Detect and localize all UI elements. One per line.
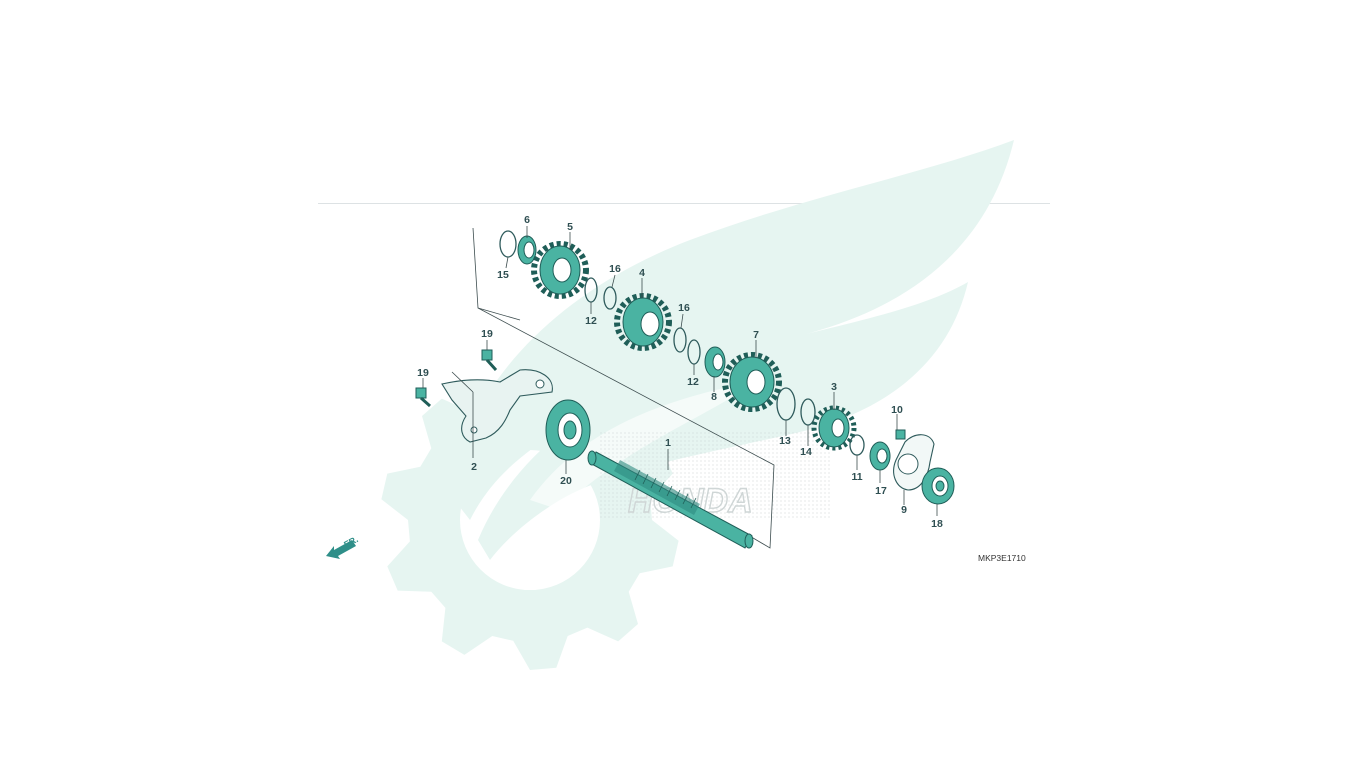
callout-16b: 16 <box>678 302 690 314</box>
callout-11: 11 <box>851 471 862 483</box>
callout-15: 15 <box>497 269 509 281</box>
callout-2: 2 <box>471 461 477 473</box>
callout-10: 10 <box>891 404 903 416</box>
diagram-part-code: MKP3E1710 <box>978 553 1026 563</box>
front-direction-label: FR. <box>342 534 359 550</box>
gear-3 <box>811 405 857 451</box>
bearing-18 <box>921 467 955 505</box>
callout-14: 14 <box>800 446 812 458</box>
callout-labels: 1 2 3 4 5 6 7 8 9 10 11 12 12 13 14 15 1… <box>417 214 943 530</box>
callout-8: 8 <box>711 391 717 403</box>
header-divider <box>318 203 1050 204</box>
gear-5 <box>531 241 589 299</box>
bushing-8 <box>704 346 726 378</box>
callout-9: 9 <box>901 504 907 516</box>
bearing-17 <box>869 441 891 471</box>
callout-16a: 16 <box>609 263 621 275</box>
bolt-10 <box>895 429 906 440</box>
callout-19a: 19 <box>481 328 493 340</box>
callout-13: 13 <box>779 435 791 447</box>
callout-20: 20 <box>560 475 572 487</box>
bolt-19a <box>481 349 498 372</box>
mainshaft-part <box>587 450 754 549</box>
assembly-frame <box>472 227 775 549</box>
ring-11 <box>849 434 865 456</box>
callout-5: 5 <box>567 221 573 233</box>
brand-watermark: HONDA <box>381 140 1014 670</box>
bracket-2 <box>441 369 553 443</box>
callout-19b: 19 <box>417 367 429 379</box>
gear-7 <box>722 352 782 412</box>
callout-17: 17 <box>875 485 887 497</box>
bolt-19b <box>415 387 431 408</box>
ring-15 <box>499 230 517 258</box>
leader-lines <box>422 226 938 516</box>
callout-12a: 12 <box>585 315 597 327</box>
callout-3: 3 <box>831 381 837 393</box>
callout-4: 4 <box>639 267 645 279</box>
callout-7: 7 <box>753 329 759 341</box>
bearing-20 <box>545 399 591 461</box>
callout-18: 18 <box>931 518 943 530</box>
callout-12b: 12 <box>687 376 699 388</box>
front-direction-arrow: FR. <box>326 534 360 559</box>
callout-1: 1 <box>665 437 671 449</box>
clip-16a <box>603 286 617 310</box>
clip-16b <box>673 327 687 353</box>
gear-4 <box>614 293 672 351</box>
bushing-6 <box>517 235 537 265</box>
callout-6: 6 <box>524 214 530 226</box>
